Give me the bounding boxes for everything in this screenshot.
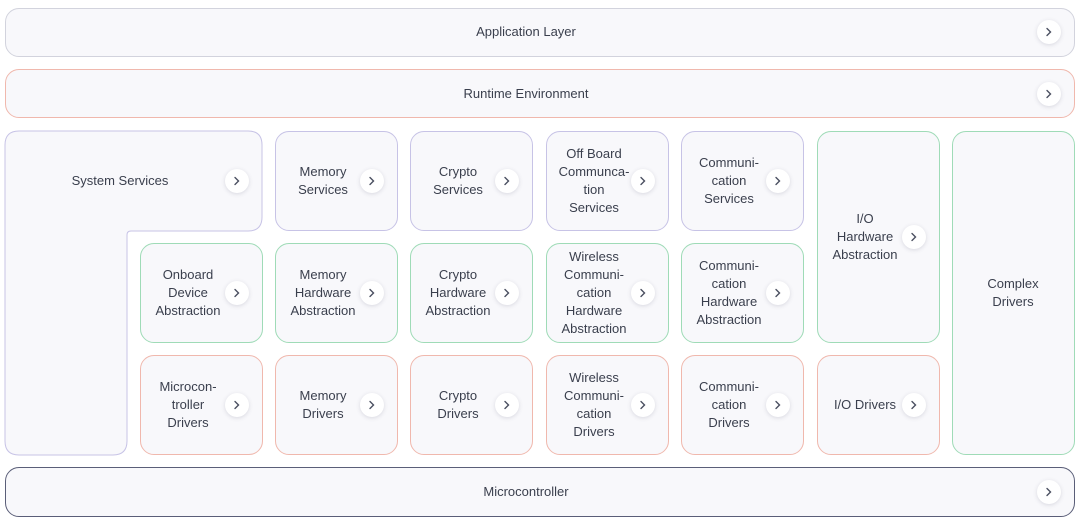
chevron-right-icon: [775, 288, 781, 298]
chevron-right-icon: [504, 400, 510, 410]
microcontroller-label: Microcontroller: [483, 484, 569, 499]
chevron-right-icon: [1046, 89, 1052, 99]
runtime-environment-label: Runtime Environment: [463, 86, 589, 101]
application-layer-expand-button[interactable]: [1037, 20, 1061, 44]
crypto-drivers-label: Crypto Drivers: [437, 388, 479, 421]
chevron-right-icon: [234, 400, 240, 410]
onboard-device-abstraction-expand-button[interactable]: [225, 281, 249, 305]
wireless-communication-hardware-abstraction-expand-button[interactable]: [631, 281, 655, 305]
communication-services-expand-button[interactable]: [766, 169, 790, 193]
offboard-communication-services-label: Off Board Communca- tion Services: [558, 146, 630, 215]
chevron-right-icon: [1046, 487, 1052, 497]
memory-drivers-label: Memory Drivers: [299, 388, 347, 421]
memory-services-label: Memory Services: [298, 164, 348, 197]
microcontroller-block: [5, 467, 1075, 517]
chevron-right-icon: [234, 176, 240, 186]
chevron-right-icon: [640, 400, 646, 410]
communication-hardware-abstraction-expand-button[interactable]: [766, 281, 790, 305]
communication-hardware-abstraction-label: Communi- cation Hardware Abstraction: [696, 258, 762, 327]
chevron-right-icon: [775, 400, 781, 410]
chevron-right-icon: [369, 400, 375, 410]
wireless-communication-hardware-abstraction-label: Wireless Communi- cation Hardware Abstra…: [561, 249, 627, 336]
memory-services-expand-button[interactable]: [360, 169, 384, 193]
io-drivers-expand-button[interactable]: [902, 393, 926, 417]
chevron-right-icon: [911, 400, 917, 410]
crypto-services-label: Crypto Services: [433, 164, 483, 197]
chevron-right-icon: [911, 232, 917, 242]
chevron-right-icon: [1046, 27, 1052, 37]
microcontroller-drivers-label: Microcon- troller Drivers: [159, 379, 217, 430]
communication-drivers-label: Communi- cation Drivers: [699, 379, 759, 430]
application-layer-label: Application Layer: [476, 24, 576, 39]
memory-drivers-expand-button[interactable]: [360, 393, 384, 417]
chevron-right-icon: [775, 176, 781, 186]
runtime-environment-block: [5, 69, 1075, 118]
chevron-right-icon: [640, 288, 646, 298]
communication-drivers-expand-button[interactable]: [766, 393, 790, 417]
io-drivers-label: I/O Drivers: [833, 397, 897, 412]
chevron-right-icon: [234, 288, 240, 298]
wireless-communication-drivers-label: Wireless Communi- cation Drivers: [564, 370, 624, 439]
microcontroller-expand-button[interactable]: [1037, 480, 1061, 504]
chevron-right-icon: [369, 288, 375, 298]
complex-drivers-label: Complex Drivers: [987, 276, 1039, 309]
communication-services-label: Communi- cation Services: [699, 155, 759, 206]
offboard-communication-services-expand-button[interactable]: [631, 169, 655, 193]
runtime-environment-expand-button[interactable]: [1037, 82, 1061, 106]
chevron-right-icon: [369, 176, 375, 186]
chevron-right-icon: [504, 288, 510, 298]
io-hardware-abstraction-label: I/O Hardware Abstraction: [832, 211, 898, 262]
wireless-communication-drivers-expand-button[interactable]: [631, 393, 655, 417]
chevron-right-icon: [504, 176, 510, 186]
onboard-device-abstraction-label: Onboard Device Abstraction: [155, 267, 221, 318]
crypto-drivers-expand-button[interactable]: [495, 393, 519, 417]
chevron-right-icon: [640, 176, 646, 186]
crypto-hardware-abstraction-expand-button[interactable]: [495, 281, 519, 305]
memory-hardware-abstraction-expand-button[interactable]: [360, 281, 384, 305]
memory-hardware-abstraction-label: Memory Hardware Abstraction: [290, 267, 356, 318]
crypto-services-expand-button[interactable]: [495, 169, 519, 193]
system-services-expand-button[interactable]: [225, 169, 249, 193]
system-services-label: System Services: [71, 173, 169, 188]
complex-drivers-block: [952, 131, 1075, 455]
microcontroller-drivers-expand-button[interactable]: [225, 393, 249, 417]
application-layer-block: [5, 8, 1075, 57]
system-services-block: [4, 130, 263, 456]
io-hardware-abstraction-expand-button[interactable]: [902, 225, 926, 249]
crypto-hardware-abstraction-label: Crypto Hardware Abstraction: [425, 267, 491, 318]
